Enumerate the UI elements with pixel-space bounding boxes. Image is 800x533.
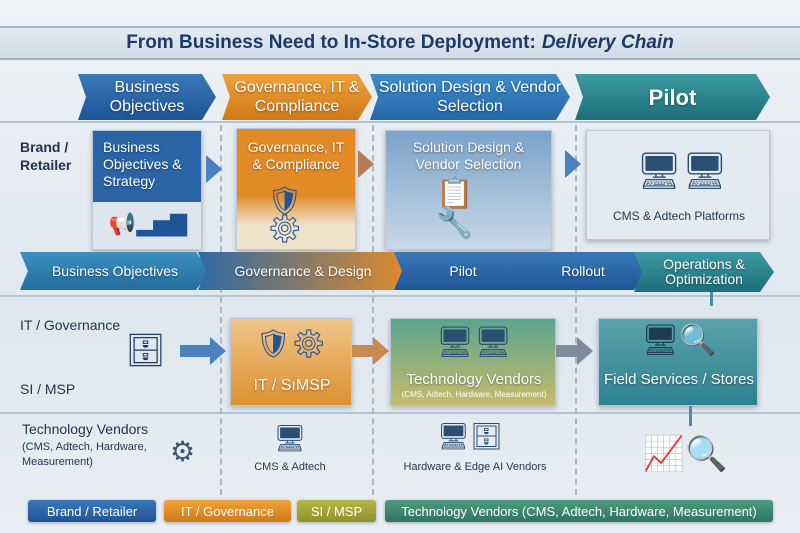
legend-brand-retailer: Brand / Retailer [28, 500, 156, 522]
box-label: Governance, IT & Compliance [247, 139, 345, 172]
megaphone-chart-icon: 📢▂▅▇ [108, 211, 188, 236]
lane-label-it: IT / Governance [20, 317, 121, 333]
monitor-magnifier-icon: 🖥🔍 [641, 324, 717, 357]
arrow-right-icon [565, 150, 581, 178]
phase-operations: Operations & Optimization [634, 252, 774, 292]
phase-business-objectives: Business Objectives [20, 252, 210, 290]
arrow-right-icon [206, 155, 222, 183]
lane-label-tech: Technology Vendors [22, 421, 149, 437]
monitors-icon: 🖥🖥 [636, 150, 728, 191]
stage-solution-design: Solution Design & Vendor Selection [370, 74, 570, 120]
arrow-right-icon [577, 337, 593, 365]
arrow-right-icon [373, 337, 389, 365]
arrow-down-icon [689, 406, 692, 426]
box-label: Solution Design & Vendor Selection [412, 139, 525, 172]
stage-business-objectives: Business Objectives [78, 74, 216, 120]
box-label: Field Services / Stores [603, 371, 755, 388]
field-services-box: 🖥🔍 Field Services / Stores [598, 318, 758, 406]
caption-cms-adtech: CMS & Adtech [254, 461, 326, 473]
clipboard-wrench-icon: 📋🔧 [436, 177, 474, 240]
technology-vendors-box: 🖥🖥 Technology Vendors (CMS, Adtech, Hard… [390, 318, 556, 406]
caption-hardware: Hardware & Edge AI Vendors [403, 461, 547, 473]
stage-governance: Governance, IT & Compliance [222, 74, 372, 120]
arrow-shaft [352, 345, 374, 357]
hardware-icon: 🖥🗄 [436, 421, 503, 451]
legend-technology-vendors: Technology Vendors (CMS, Adtech, Hardwar… [385, 500, 773, 522]
box-sublabel: (CMS, Adtech, Hardware, Measurement) [401, 390, 547, 399]
it-simsp-box: 🛡⚙ IT / SıMSP [230, 318, 352, 406]
lane-sublabel-tech: (CMS, Adtech, Hardware, Measurement) [22, 441, 147, 468]
divider [0, 295, 800, 297]
cms-adtech-box: 🖥🖥 CMS & Adtech Platforms [586, 130, 770, 240]
box-label: IT / SıMSP [253, 377, 331, 394]
business-objectives-box: Business Objectives & Strategy 📢▂▅▇ [92, 130, 202, 250]
page-title: From Business Need to In-Store Deploymen… [0, 26, 800, 60]
box-label: CMS & Adtech Platforms [612, 209, 746, 223]
phase-pilot: Pilot [394, 252, 532, 290]
analytics-chart-icon: 📈🔍 [642, 435, 728, 473]
phase-governance-design: Governance & Design [198, 252, 408, 290]
stage-pilot: Pilot [575, 74, 770, 120]
legend-it-governance: IT / Governance [164, 500, 291, 522]
phase-rollout: Rollout [518, 252, 648, 290]
column-divider [220, 125, 222, 495]
gear-device-icon: ⚙ [169, 436, 196, 467]
lane-label-brand: Brand / Retailer [20, 139, 72, 173]
monitors-icon: 🖥🖥 [435, 326, 513, 359]
title-text: From Business Need to In-Store Deploymen… [126, 32, 536, 53]
divider [0, 121, 800, 123]
box-label: Business Objectives & Strategy [103, 139, 182, 189]
governance-box: Governance, IT & Compliance 🛡⚙ [236, 128, 356, 250]
shield-gear-icon: 🛡⚙ [267, 185, 303, 244]
solution-design-box: Solution Design & Vendor Selection 📋🔧 [385, 130, 552, 250]
server-icon: 🗄 [125, 332, 166, 368]
divider [0, 412, 800, 414]
column-divider [372, 125, 374, 495]
shield-gear-icon: 🛡⚙ [255, 328, 327, 359]
arrow-shaft [180, 345, 210, 357]
computer-icon: 🖥 [273, 423, 307, 453]
lane-label-si: SI / MSP [20, 381, 76, 397]
legend-si-msp: SI / MSP [297, 500, 376, 522]
arrow-right-icon [210, 337, 226, 365]
arrow-right-icon [358, 150, 374, 178]
column-divider [575, 125, 577, 495]
arrow-shaft [556, 345, 578, 357]
arrow-down-icon [710, 292, 713, 306]
title-emphasis: Delivery Chain [541, 32, 674, 53]
box-label: Technology Vendors [406, 371, 542, 388]
